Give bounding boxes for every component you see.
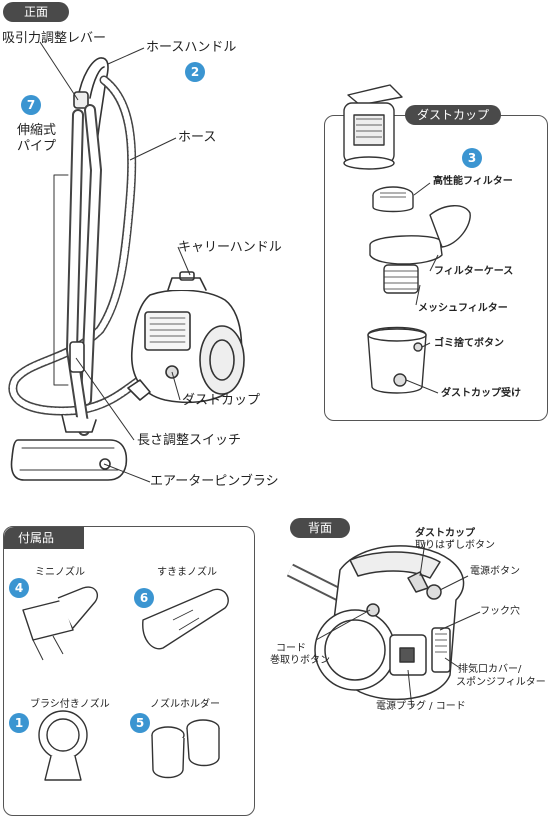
dust-cup-label: ダストカップ	[182, 393, 261, 408]
accessories-illustration	[22, 586, 229, 781]
suction-lever-label: 吸引力調整レバー	[2, 31, 107, 46]
cord-rewind-label-line1: コード	[276, 643, 306, 654]
accessories-panel	[3, 526, 255, 816]
dust-cup-receiver-label: ダストカップ受け	[441, 388, 521, 399]
hose-label: ホース	[178, 130, 217, 145]
hose-handle-number-badge: 2	[185, 62, 205, 82]
dust-cup-panel-header: ダストカップ	[405, 105, 501, 125]
length-switch-label: 長さ調整スイッチ	[137, 433, 242, 448]
dust-cup-release-label-line1: ダストカップ	[415, 528, 475, 539]
front-view-header: 正面	[3, 2, 69, 22]
nozzle-holder-label: ノズルホルダー	[150, 699, 220, 710]
telescopic-pipe-label-line2: パイプ	[17, 139, 57, 154]
exhaust-cover-label-line2: スポンジフィルター	[456, 677, 546, 688]
dust-cup-exploded-illustration	[343, 84, 471, 394]
crevice-nozzle-number-badge: 6	[134, 588, 154, 608]
exhaust-cover-label-line1: 排気口カバー/	[458, 664, 522, 675]
dust-cup-number-badge: 3	[462, 148, 482, 168]
mini-nozzle-label: ミニノズル	[35, 567, 85, 578]
power-button-label: 電源ボタン	[470, 566, 520, 577]
mini-nozzle-number-badge: 4	[9, 578, 29, 598]
brush-nozzle-label: ブラシ付きノズル	[30, 699, 110, 710]
mesh-filter-label: メッシュフィルター	[418, 303, 508, 314]
crevice-nozzle-label: すきまノズル	[157, 567, 217, 578]
hose-handle-label: ホースハンドル	[146, 40, 237, 55]
air-turbine-brush-label: エアーターピンブラシ	[150, 474, 279, 489]
nozzle-holder-number-badge: 5	[130, 713, 150, 733]
dust-cup-release-label-line2: 取りはずしボタン	[415, 540, 495, 551]
telescopic-pipe-number-badge: 7	[21, 95, 41, 115]
vacuum-front-illustration	[8, 41, 245, 483]
power-plug-label: 電源プラグ / コード	[376, 701, 466, 712]
back-view-header: 背面	[290, 518, 350, 538]
accessories-panel-header: 付属品	[4, 527, 84, 549]
hook-hole-label: フック穴	[480, 606, 520, 617]
telescopic-pipe-label-line1: 伸縮式	[17, 123, 57, 138]
dump-button-label: ゴミ捨てボタン	[434, 338, 504, 349]
filter-case-label: フィルターケース	[434, 266, 514, 277]
brush-nozzle-number-badge: 1	[9, 713, 29, 733]
hepa-filter-label: 高性能フィルター	[433, 176, 513, 187]
carry-handle-label: キャリーハンドル	[178, 240, 282, 255]
cord-rewind-label-line2: 巻取りボタン	[270, 655, 330, 666]
vacuum-back-illustration	[286, 541, 481, 709]
